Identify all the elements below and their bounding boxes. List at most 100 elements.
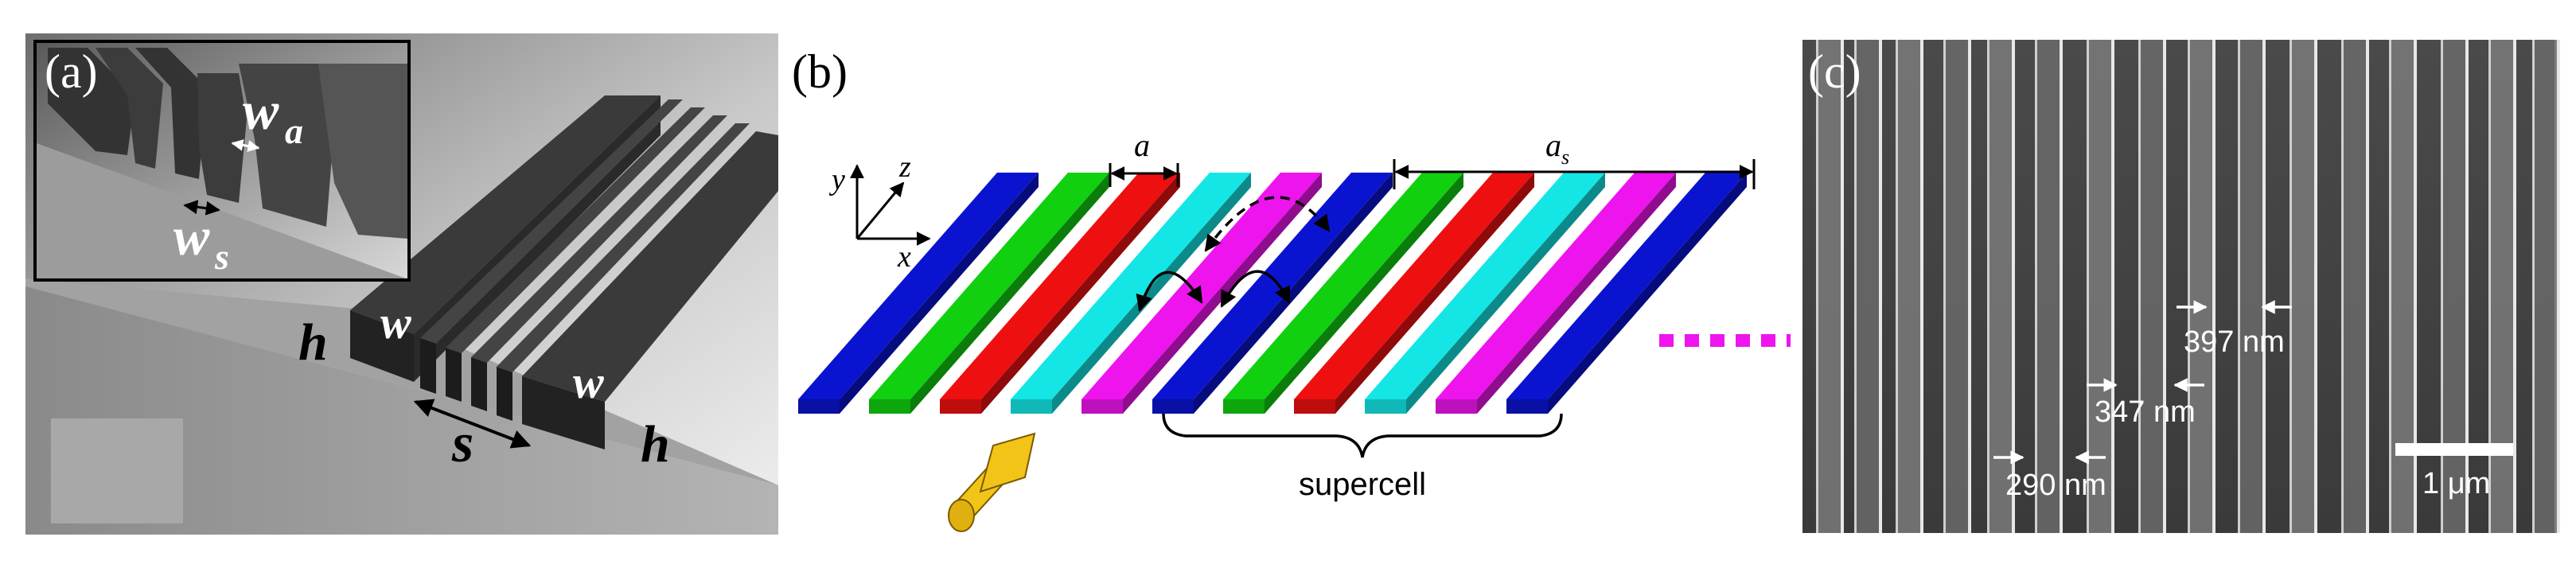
sem-stripe bbox=[2141, 40, 2163, 533]
scale-bar-label: 1 μm bbox=[2422, 467, 2490, 500]
input-beam-arrow bbox=[948, 432, 1036, 532]
sem-stripe-edge bbox=[1920, 40, 1923, 533]
sem-stripe-edge bbox=[2532, 40, 2535, 533]
sem-stripe bbox=[2037, 40, 2060, 533]
waveguide-1-front bbox=[798, 399, 840, 414]
sem-stripe-edge bbox=[1968, 40, 1971, 533]
waveguide-2-top bbox=[869, 173, 1109, 399]
as-label: a bbox=[1545, 127, 1561, 163]
sem-stripe bbox=[1989, 40, 2012, 533]
waveguide-thin-2-face bbox=[446, 348, 462, 402]
sem-stripe-edge bbox=[2035, 40, 2037, 533]
axis-triad bbox=[850, 164, 931, 246]
inset-wa-arrow bbox=[231, 139, 260, 152]
sem-stripe-edge bbox=[1841, 40, 1844, 533]
waveguide-row bbox=[798, 173, 1747, 414]
waveguide-3-front bbox=[940, 399, 981, 414]
sem-stripe bbox=[1946, 40, 1968, 533]
input-arrow-head bbox=[979, 432, 1036, 493]
coupling-arc-1 bbox=[1136, 270, 1203, 313]
s-arrow bbox=[413, 399, 532, 449]
waveguide-10-front bbox=[1436, 399, 1477, 414]
sem-stripe-edge bbox=[1816, 40, 1818, 533]
scale-bar bbox=[2395, 443, 2513, 456]
axis-z-line bbox=[855, 181, 905, 239]
meas-2-label: 347 nm bbox=[2095, 395, 2196, 429]
h-left-label: h bbox=[298, 313, 328, 372]
meas-3-label: 290 nm bbox=[2005, 469, 2106, 502]
sem-stripe-edge bbox=[2138, 40, 2141, 533]
inset-bar-3 bbox=[135, 48, 207, 179]
waveguide-7-side bbox=[1265, 173, 1463, 414]
waveguide-w-right-top bbox=[522, 131, 778, 402]
waveguide-3-side bbox=[981, 173, 1180, 414]
waveguide-4-front bbox=[1011, 399, 1052, 414]
supercell-label: supercell bbox=[1299, 467, 1426, 502]
panel-a-tag: (a) bbox=[45, 45, 98, 98]
panel-b bbox=[798, 159, 1791, 532]
waveguide-array bbox=[350, 95, 778, 449]
waveguide-8-side bbox=[1335, 173, 1534, 414]
sem-stripe-edge bbox=[2557, 40, 2560, 533]
sem-stripe bbox=[1818, 40, 1841, 533]
sem-stripe bbox=[2535, 40, 2557, 533]
inset-bar-2 bbox=[95, 48, 163, 169]
as-sub: s bbox=[1561, 146, 1569, 169]
waveguide-w-left-top bbox=[350, 95, 661, 334]
inset-ws-arrow bbox=[183, 200, 220, 216]
sem-stripe-edge bbox=[2414, 40, 2417, 533]
waveguide-w-right-face bbox=[522, 376, 605, 449]
axis-z-label: z bbox=[898, 150, 911, 184]
sem-stripe-edge bbox=[1943, 40, 1946, 533]
sem-stripe bbox=[1898, 40, 1920, 533]
sem-stripe-edge bbox=[2389, 40, 2391, 533]
sem-stripe-edge bbox=[2087, 40, 2089, 533]
waveguide-11-side bbox=[1548, 173, 1747, 414]
sem-stripe-edge bbox=[2111, 40, 2114, 533]
sem-stripe-edge bbox=[2513, 40, 2516, 533]
sem-stripe-edge bbox=[2341, 40, 2344, 533]
waveguide-2-side bbox=[910, 173, 1109, 414]
waveguide-thin-4-face bbox=[497, 367, 512, 421]
waveguide-5-front bbox=[1081, 399, 1123, 414]
waveguide-9-top bbox=[1365, 173, 1605, 399]
inset-ws-label: w bbox=[173, 206, 210, 266]
w-right-label: w bbox=[573, 356, 604, 408]
sem-stripe-edge bbox=[2262, 40, 2266, 533]
waveguide-thin-2 bbox=[446, 107, 705, 353]
waveguide-w-left-face bbox=[350, 310, 414, 382]
waveguide-2-front bbox=[869, 399, 910, 414]
waveguide-thin-1 bbox=[420, 99, 683, 344]
sem-stripe-edge bbox=[1987, 40, 1989, 533]
sem-stripe-edge bbox=[2012, 40, 2015, 533]
sem-stripe-edge bbox=[2488, 40, 2491, 533]
waveguide-10-side bbox=[1477, 173, 1676, 414]
supercell-brace bbox=[1162, 413, 1563, 458]
sem-stripe-edge bbox=[1854, 40, 1857, 533]
sem-stripe-edge bbox=[2238, 40, 2240, 533]
input-arrow-tail bbox=[948, 499, 975, 532]
sem-stripe bbox=[2391, 40, 2414, 533]
waveguide-11-top bbox=[1506, 173, 1747, 399]
sem-stripe-edge bbox=[2465, 40, 2469, 533]
axis-x-label: x bbox=[897, 240, 911, 274]
sem-stripe bbox=[2292, 40, 2314, 533]
meas-1-label: 397 nm bbox=[2184, 325, 2285, 359]
inset-wa-label: w bbox=[243, 80, 279, 141]
inset-wa-sub: a bbox=[285, 111, 303, 151]
sem-stripe bbox=[2491, 40, 2513, 533]
waveguide-thin-3-face bbox=[471, 357, 487, 411]
sem-stripe-edge bbox=[2314, 40, 2317, 533]
waveguide-3-top bbox=[940, 173, 1180, 399]
waveguide-6-front bbox=[1152, 399, 1194, 414]
s-label: s bbox=[451, 413, 474, 474]
sem-stripe bbox=[2190, 40, 2212, 533]
panel-c-tag: (c) bbox=[1808, 45, 1861, 98]
waveguide-7-top bbox=[1223, 173, 1463, 399]
waveguide-thin-4 bbox=[497, 123, 750, 372]
panel-a bbox=[25, 33, 778, 535]
inset-bar-5 bbox=[239, 64, 334, 227]
coupling-arc-nnn bbox=[1204, 196, 1331, 252]
waveguide-9-front bbox=[1365, 399, 1406, 414]
